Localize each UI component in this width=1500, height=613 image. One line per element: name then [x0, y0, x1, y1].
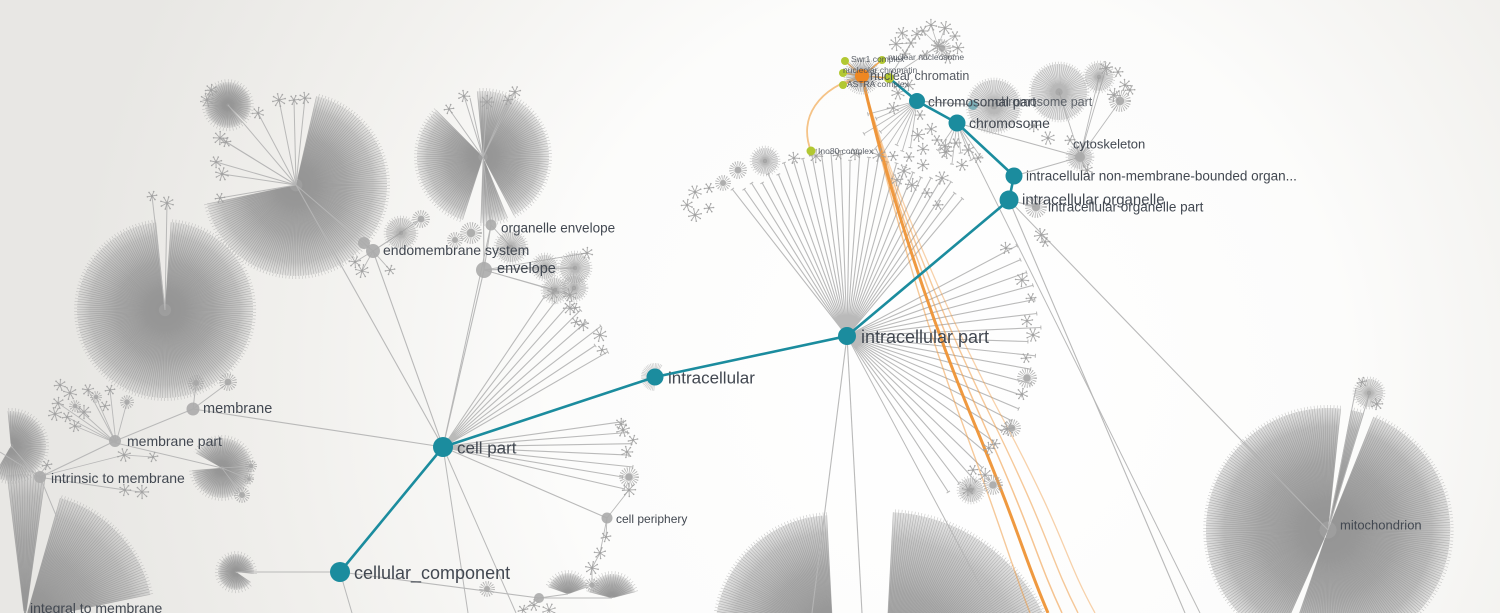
- svg-text:nuclear nucleosome: nuclear nucleosome: [888, 52, 964, 62]
- svg-text:Ino80 complex: Ino80 complex: [818, 146, 874, 156]
- svg-text:intracellular organelle: intracellular organelle: [1022, 192, 1165, 209]
- svg-text:nuclear chromatin: nuclear chromatin: [870, 69, 969, 83]
- svg-text:endomembrane system: endomembrane system: [383, 242, 529, 258]
- svg-text:Swr1 complex: Swr1 complex: [851, 54, 905, 64]
- svg-text:intracellular part: intracellular part: [861, 327, 989, 347]
- svg-text:chromosome: chromosome: [969, 115, 1050, 131]
- svg-text:intracellular: intracellular: [668, 369, 755, 388]
- svg-text:nucleolar chromatin: nucleolar chromatin: [843, 65, 917, 75]
- svg-text:cell periphery: cell periphery: [616, 512, 687, 526]
- svg-text:membrane: membrane: [203, 401, 272, 417]
- svg-text:intrinsic to membrane: intrinsic to membrane: [51, 470, 185, 486]
- svg-text:intracellular non-membrane-bou: intracellular non-membrane-bounded organ…: [1026, 169, 1297, 184]
- svg-text:cytoskeleton: cytoskeleton: [1073, 137, 1145, 152]
- svg-text:mitochondrion: mitochondrion: [1340, 518, 1422, 533]
- svg-text:intracellular organelle part: intracellular organelle part: [1048, 200, 1204, 215]
- svg-text:ASTRA complex: ASTRA complex: [847, 79, 910, 89]
- svg-text:integral to membrane: integral to membrane: [30, 600, 163, 613]
- svg-text:cell part: cell part: [457, 439, 517, 458]
- svg-text:cellular_component: cellular_component: [354, 563, 510, 584]
- svg-text:envelope: envelope: [497, 261, 556, 277]
- svg-text:organelle envelope: organelle envelope: [501, 221, 615, 236]
- svg-text:chromosome part: chromosome part: [995, 95, 1093, 109]
- svg-text:membrane part: membrane part: [127, 433, 222, 449]
- svg-text:chromosomal part: chromosomal part: [928, 95, 1036, 110]
